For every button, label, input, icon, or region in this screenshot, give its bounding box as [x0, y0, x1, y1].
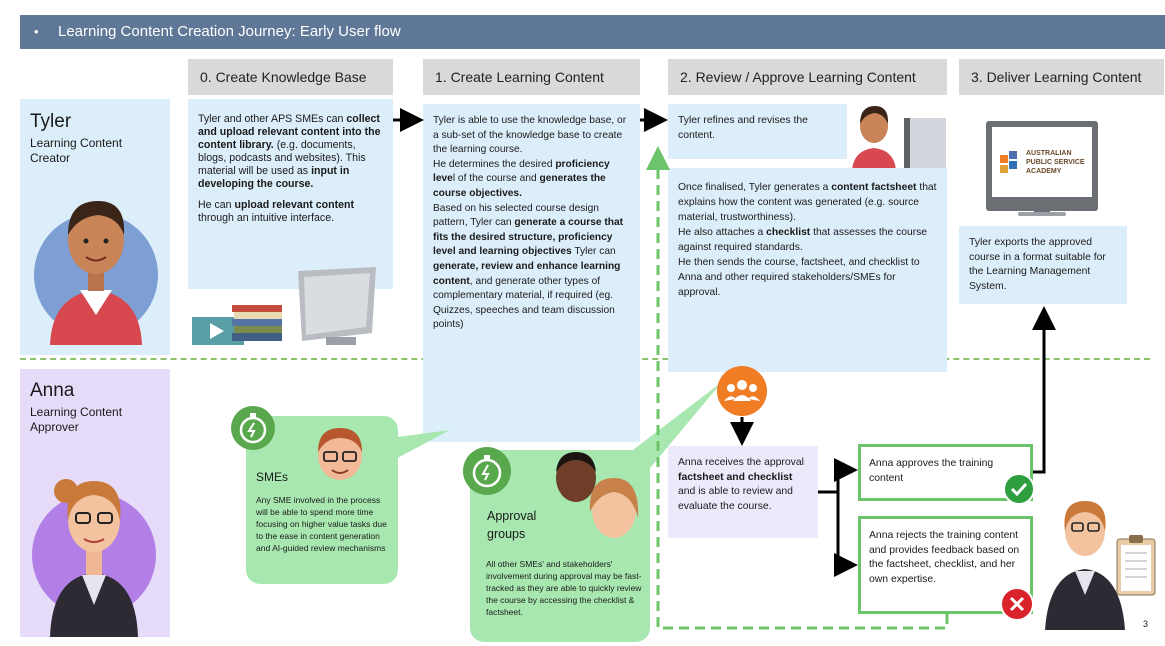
stage2-bold-2: checklist	[766, 227, 811, 238]
smes-text: Any SME involved in the process will be …	[256, 495, 387, 553]
stage1-bold-4: generate, review and enhance learning co…	[433, 260, 621, 287]
stage0-bold-2: input in developing the course.	[198, 165, 350, 190]
stage1-text-6: , and generate other types of complement…	[433, 275, 615, 331]
stage2-bold-1: content factsheet	[831, 182, 917, 193]
stage3-text: Tyler exports the approved course in a f…	[969, 237, 1106, 292]
cross-icon	[1000, 587, 1034, 621]
smes-bubble-tail	[390, 430, 450, 462]
stage1-bold-3: generate a course that fits the desired …	[433, 217, 624, 258]
stage2-refine-text: Tyler refines and revises the content.	[678, 115, 808, 141]
logo-line-3: ACADEMY	[1026, 168, 1062, 175]
stage2-text-1: Once finalised, Tyler generates a	[678, 182, 832, 193]
approval-groups-title: Approval groups	[487, 509, 537, 541]
anna-persona: Anna Learning Content Approver	[30, 379, 165, 435]
arrow-approve-to-deliver	[1032, 306, 1056, 474]
academy-logo-text: AUSTRALIAN PUBLIC SERVICE ACADEMY	[1026, 149, 1085, 176]
stage-header-1: 1. Create Learning Content	[423, 59, 640, 95]
tyler-at-computer	[852, 106, 946, 170]
anna-with-clipboard	[1045, 501, 1156, 630]
reject-text: Anna rejects the training content and pr…	[869, 530, 1020, 585]
stopwatch-icon	[231, 406, 275, 450]
sme-face	[318, 428, 362, 480]
approval-bubble-tail	[600, 382, 722, 480]
stage0-bold-3: upload relevant content	[234, 199, 355, 211]
feedback-loop-arrow	[646, 146, 949, 630]
stage2-refine-box: Tyler refines and revises the content.	[668, 104, 847, 159]
monitor-base	[1018, 212, 1066, 216]
stage0-description: Tyler and other APS SMEs can collect and…	[188, 99, 393, 289]
anna-receives-text-1: Anna receives the approval	[678, 457, 804, 468]
logo-line-2: PUBLIC SERVICE	[1026, 159, 1085, 166]
page-number: 3	[1143, 619, 1149, 629]
stage-header-3: 3. Deliver Learning Content	[959, 59, 1164, 95]
anna-receives-text-2: and is able to review and evaluate the c…	[678, 486, 793, 512]
title-bar: • Learning Content Creation Journey: Ear…	[20, 15, 1165, 49]
tyler-role: Learning Content Creator	[30, 136, 123, 165]
stage2-text-5: He then sends the course, factsheet, and…	[678, 257, 920, 298]
stage1-text-4: Based on his selected course design patt…	[433, 202, 599, 229]
stage0-text-1: Tyler and other APS SMEs can	[198, 113, 347, 125]
stage1-bold-1: proficiency leve	[433, 158, 610, 185]
stage2-description: Once finalised, Tyler generates a conten…	[668, 168, 947, 372]
stage0-text-3: He can	[198, 199, 235, 211]
academy-monitor: AUSTRALIAN PUBLIC SERVICE ACADEMY	[986, 121, 1098, 211]
stage2-text-3: He also attaches a	[678, 227, 767, 238]
academy-logo-mark	[1000, 151, 1017, 173]
stage1-text-2: He determines the desired	[433, 158, 556, 170]
academy-screen: AUSTRALIAN PUBLIC SERVICE ACADEMY	[992, 127, 1092, 197]
page-title: Learning Content Creation Journey: Early…	[58, 23, 401, 40]
stage2-text-2: that explains how the content was genera…	[678, 182, 937, 223]
anna-receives-bold: factsheet and checklist	[678, 471, 793, 483]
logo-line-1: AUSTRALIAN	[1026, 150, 1072, 157]
stage2-text-4: that assesses the course against require…	[678, 227, 927, 253]
stage1-text-3: l of the course and	[452, 173, 540, 185]
stage1-bold-2: generates the course objectives.	[433, 173, 606, 199]
check-icon	[1003, 473, 1035, 505]
stage1-text-1: Tyler is able to use the knowledge base,…	[433, 115, 627, 156]
approval-groups-text: All other SMEs' and stakeholders' involv…	[486, 559, 642, 617]
approval-group-faces	[556, 452, 639, 538]
books-icon	[232, 305, 282, 341]
stage0-text-2: (e.g. documents, blogs, podcasts and web…	[198, 139, 366, 177]
anna-receives-box: Anna receives the approval factsheet and…	[668, 446, 818, 538]
stage3-description: Tyler exports the approved course in a f…	[959, 226, 1127, 304]
arrow-to-approve	[818, 458, 858, 494]
monitor-icon	[298, 267, 376, 345]
approve-text: Anna approves the training content	[869, 458, 994, 484]
stage1-description: Tyler is able to use the knowledge base,…	[423, 104, 640, 442]
anna-name: Anna	[30, 380, 75, 401]
group-icon	[717, 366, 767, 416]
stage0-text-4: through an intuitive interface.	[198, 212, 335, 224]
stage1-text-5: Tyler can	[571, 246, 616, 258]
tyler-name: Tyler	[30, 111, 72, 132]
tyler-avatar	[34, 201, 158, 345]
stage0-illustration	[192, 267, 376, 345]
anna-role: Learning Content Approver	[30, 405, 123, 434]
approval-stopwatch-icon	[463, 447, 511, 495]
tyler-persona: Tyler Learning Content Creator	[30, 110, 165, 166]
stage-header-2: 2. Review / Approve Learning Content	[668, 59, 947, 95]
title-bullet: •	[34, 24, 39, 39]
clipboard-icon	[1116, 535, 1156, 596]
reject-box: Anna rejects the training content and pr…	[858, 516, 1033, 614]
stage0-bold-1: collect and upload relevant content into…	[198, 113, 381, 151]
arrow-to-reject	[834, 492, 858, 577]
smes-title: SMEs	[256, 470, 289, 484]
anna-avatar	[32, 479, 156, 637]
stage-header-0: 0. Create Knowledge Base	[188, 59, 393, 95]
